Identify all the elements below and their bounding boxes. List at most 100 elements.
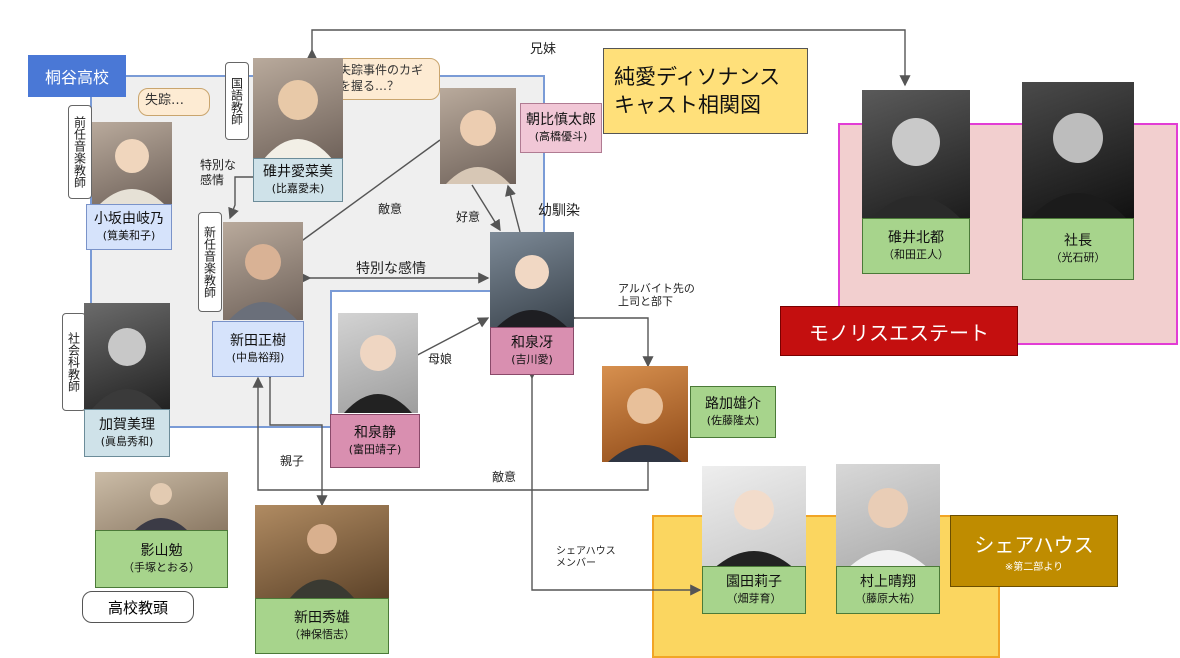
name-kosaka: 小坂由岐乃 [94,211,164,228]
line-tekii [290,139,441,249]
name-izumi-shizuka: 和泉静 [354,425,396,442]
label-izumi-sae: 和泉冴 (吉川愛) [490,327,574,375]
edge-boshi: 母娘 [428,352,453,366]
label-uwai-hokuto: 碓井北都 （和田正人） [862,218,970,274]
sharehouse-label-text: シェアハウス [974,533,1094,557]
edge-tokubetsu-anami: 特別な 感情 [200,158,236,188]
sharehouse-note: ※第二部より [1004,562,1064,573]
name-kaga: 加賀美理 [99,417,155,434]
line-boshi [407,317,490,361]
label-shacho: 社長 （光石研） [1022,218,1134,280]
person-silhouette-icon [1030,113,1126,218]
actor-kaga: (眞島秀和) [100,434,154,448]
name-sonoda: 園田莉子 [726,574,782,591]
edge-baito: アルバイト先の 上司と部下 [618,282,695,308]
edge-osananajimi: 幼馴染 [538,203,580,219]
label-shinta-masaki: 新田正樹 (中島裕翔) [212,321,304,377]
actor-izumi-shizuka: (富田靖子) [348,442,402,456]
name-izumi-sae: 和泉冴 [511,335,553,352]
title-line2: キャスト相関図 [614,93,761,117]
label-uwai-anami: 碓井愛菜美 (比嘉愛未) [253,158,343,202]
name-shinta-masaki: 新田正樹 [230,333,286,350]
line-share [526,368,702,596]
photo-shinta-masaki [223,222,303,320]
actor-shacho: （光石研） [1050,250,1106,264]
actor-shinta-hideo: （神保悟志） [289,627,355,641]
photo-kageyama [95,472,228,530]
person-silhouette-icon [135,483,187,530]
photo-roka [602,366,688,462]
line-anami-masaki [228,176,253,220]
person-silhouette-icon [263,80,333,160]
photo-asahina [440,88,516,184]
callout-kagi-line2: を握る…？ [339,78,400,93]
label-izumi-shizuka: 和泉静 (富田靖子) [330,414,420,468]
actor-uwai-anami: (比嘉愛未) [271,181,325,195]
line-oyako [264,368,328,507]
actor-kageyama: （手塚とおる） [123,560,200,574]
edge-baito-line2: 上司と部下 [618,295,673,309]
actor-shinta-masaki: (中島裕翔) [231,350,285,364]
line-osananajimi [505,184,521,233]
title-line1: 純愛ディソナンス [614,64,781,89]
photo-kosaka [92,122,172,204]
actor-sonoda: （畑芽育） [726,591,782,605]
line-tekii-2 [252,376,649,491]
photo-kaga [84,303,170,409]
person-silhouette-icon [92,328,162,409]
actor-kosaka: (筧美和子) [102,228,156,242]
name-shacho: 社長 [1064,233,1092,250]
actor-asahina: (高橋優斗) [534,129,588,143]
monolith-label: モノリスエステート [780,306,1018,356]
label-sonoda: 園田莉子 （畑芽育） [702,566,806,614]
person-silhouette-icon [870,118,962,220]
person-silhouette-icon [290,524,354,598]
edge-share: シェアハウス メンバー [556,546,616,570]
edge-share-line2: メンバー [556,558,596,569]
label-shinta-hideo: 新田秀雄 （神保悟志） [255,598,389,654]
name-murakami: 村上晴翔 [860,574,916,591]
name-kageyama: 影山勉 [140,543,183,560]
edge-baito-line1: アルバイト先の [618,282,695,295]
vice-principal-label: 高校教頭 [82,591,194,623]
edge-tekii: 敵意 [378,202,403,216]
person-silhouette-icon [229,244,297,320]
actor-uwai-hokuto: （和田正人） [883,247,949,261]
school-label: 桐谷高校 [28,55,126,97]
photo-sonoda [702,466,806,570]
edge-tokubetsu-anami-line1: 特別な [200,158,237,172]
person-silhouette-icon [446,110,510,184]
photo-uwai-anami [253,58,343,160]
sharehouse-label: シェアハウス ※第二部より [950,515,1118,587]
photo-murakami [836,464,940,570]
name-uwai-hokuto: 碓井北都 [888,230,944,247]
photo-shinta-hideo [255,505,389,598]
person-silhouette-icon [344,335,412,413]
edge-tokubetsu-kanjo: 特別な感情 [356,261,426,277]
photo-shacho [1022,82,1134,218]
name-asahina: 朝比慎太郎 [526,112,596,129]
label-asahina: 朝比慎太郎 (高橋優斗) [520,103,602,153]
role-former-music: 前任音楽教師 [68,105,92,199]
callout-kagi-line1: 失踪事件のカギ [339,63,424,77]
role-kokugo: 国語教師 [225,62,249,140]
person-silhouette-icon [496,255,568,328]
edge-tekii-2: 敵意 [492,470,517,484]
edge-koui: 好意 [456,210,481,224]
line-koui [471,184,501,232]
person-silhouette-icon [846,488,930,570]
role-social: 社会科教師 [62,313,86,411]
actor-roka: (佐藤隆太) [706,413,760,427]
person-silhouette-icon [608,388,682,462]
name-shinta-hideo: 新田秀雄 [294,610,350,627]
line-kyodai [306,29,911,87]
photo-uwai-hokuto [862,90,970,220]
label-kaga: 加賀美理 (眞島秀和) [84,409,170,457]
actor-izumi-sae: (吉川愛) [511,352,553,366]
photo-izumi-sae [490,232,574,328]
edge-kyodai: 兄妹 [530,42,557,57]
name-uwai-anami: 碓井愛菜美 [263,164,333,181]
person-silhouette-icon [100,139,164,204]
role-new-music: 新任音楽教師 [198,212,222,312]
